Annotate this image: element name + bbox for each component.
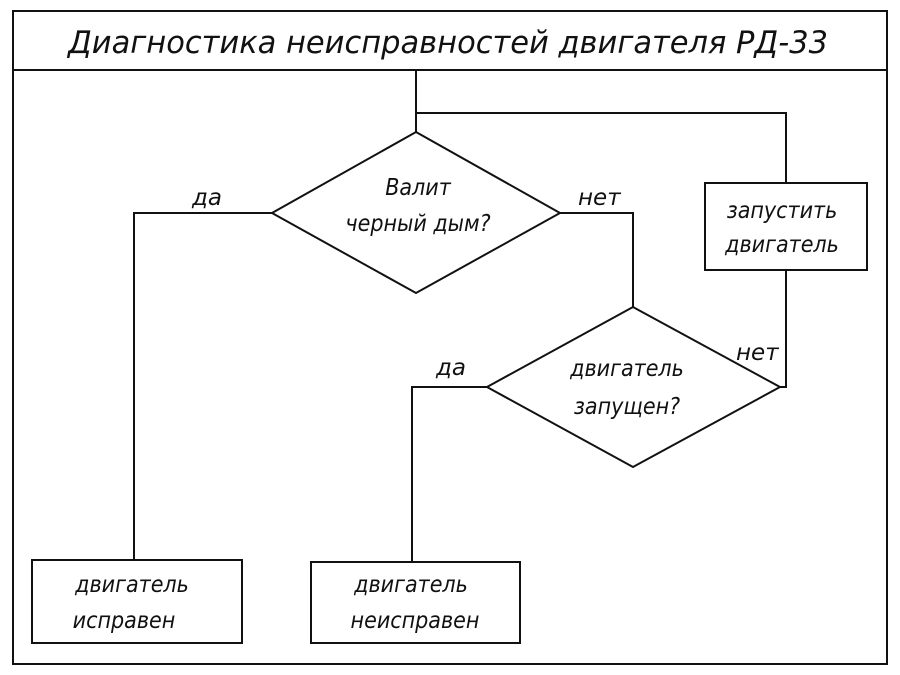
edge-labels: да нет да нет bbox=[191, 185, 779, 381]
result-faulty-line2: неисправен bbox=[351, 608, 480, 634]
result-ok-line2: исправен bbox=[73, 608, 176, 634]
result-faulty-node: двигатель неисправен bbox=[310, 561, 521, 644]
edge-loop-to-start-engine bbox=[416, 112, 787, 183]
decision-smoke-line1: Валит bbox=[385, 175, 452, 201]
decision-smoke-node: Валит черный дым? bbox=[269, 130, 563, 295]
diagram-frame bbox=[12, 10, 888, 665]
started-yes-label: да bbox=[435, 355, 466, 381]
action-start-engine-line2: двигатель bbox=[724, 232, 839, 258]
diagram-title: Диагностика неисправностей двигателя РД-… bbox=[66, 25, 828, 61]
decision-started-line1: двигатель bbox=[569, 356, 684, 382]
started-no-label: нет bbox=[736, 340, 779, 366]
result-ok-node: двигатель исправен bbox=[31, 559, 243, 644]
decision-diamond bbox=[484, 305, 783, 469]
edge-started-no-to-start-engine bbox=[780, 270, 787, 388]
result-faulty-line1: двигатель bbox=[353, 572, 468, 598]
decision-diamond bbox=[269, 130, 563, 295]
decision-started-line2: запущен? bbox=[574, 394, 680, 420]
process-box bbox=[704, 182, 868, 271]
decision-started-node: двигатель запущен? bbox=[484, 305, 783, 469]
edge-smoke-no-to-started-decision bbox=[560, 212, 634, 307]
smoke-yes-label: да bbox=[191, 185, 222, 211]
decision-smoke-line2: черный дым? bbox=[345, 211, 490, 237]
terminal-box bbox=[31, 559, 243, 644]
terminal-box bbox=[310, 561, 521, 644]
action-start-engine-node: запустить двигатель bbox=[704, 182, 868, 271]
edge-started-yes-to-faulty bbox=[411, 386, 487, 562]
smoke-no-label: нет bbox=[578, 185, 621, 211]
outer-border bbox=[12, 10, 888, 665]
connector-lines bbox=[133, 70, 787, 562]
edge-smoke-yes-to-ok bbox=[133, 212, 272, 560]
action-start-engine-line1: запустить bbox=[727, 198, 838, 224]
result-ok-line1: двигатель bbox=[74, 572, 189, 598]
